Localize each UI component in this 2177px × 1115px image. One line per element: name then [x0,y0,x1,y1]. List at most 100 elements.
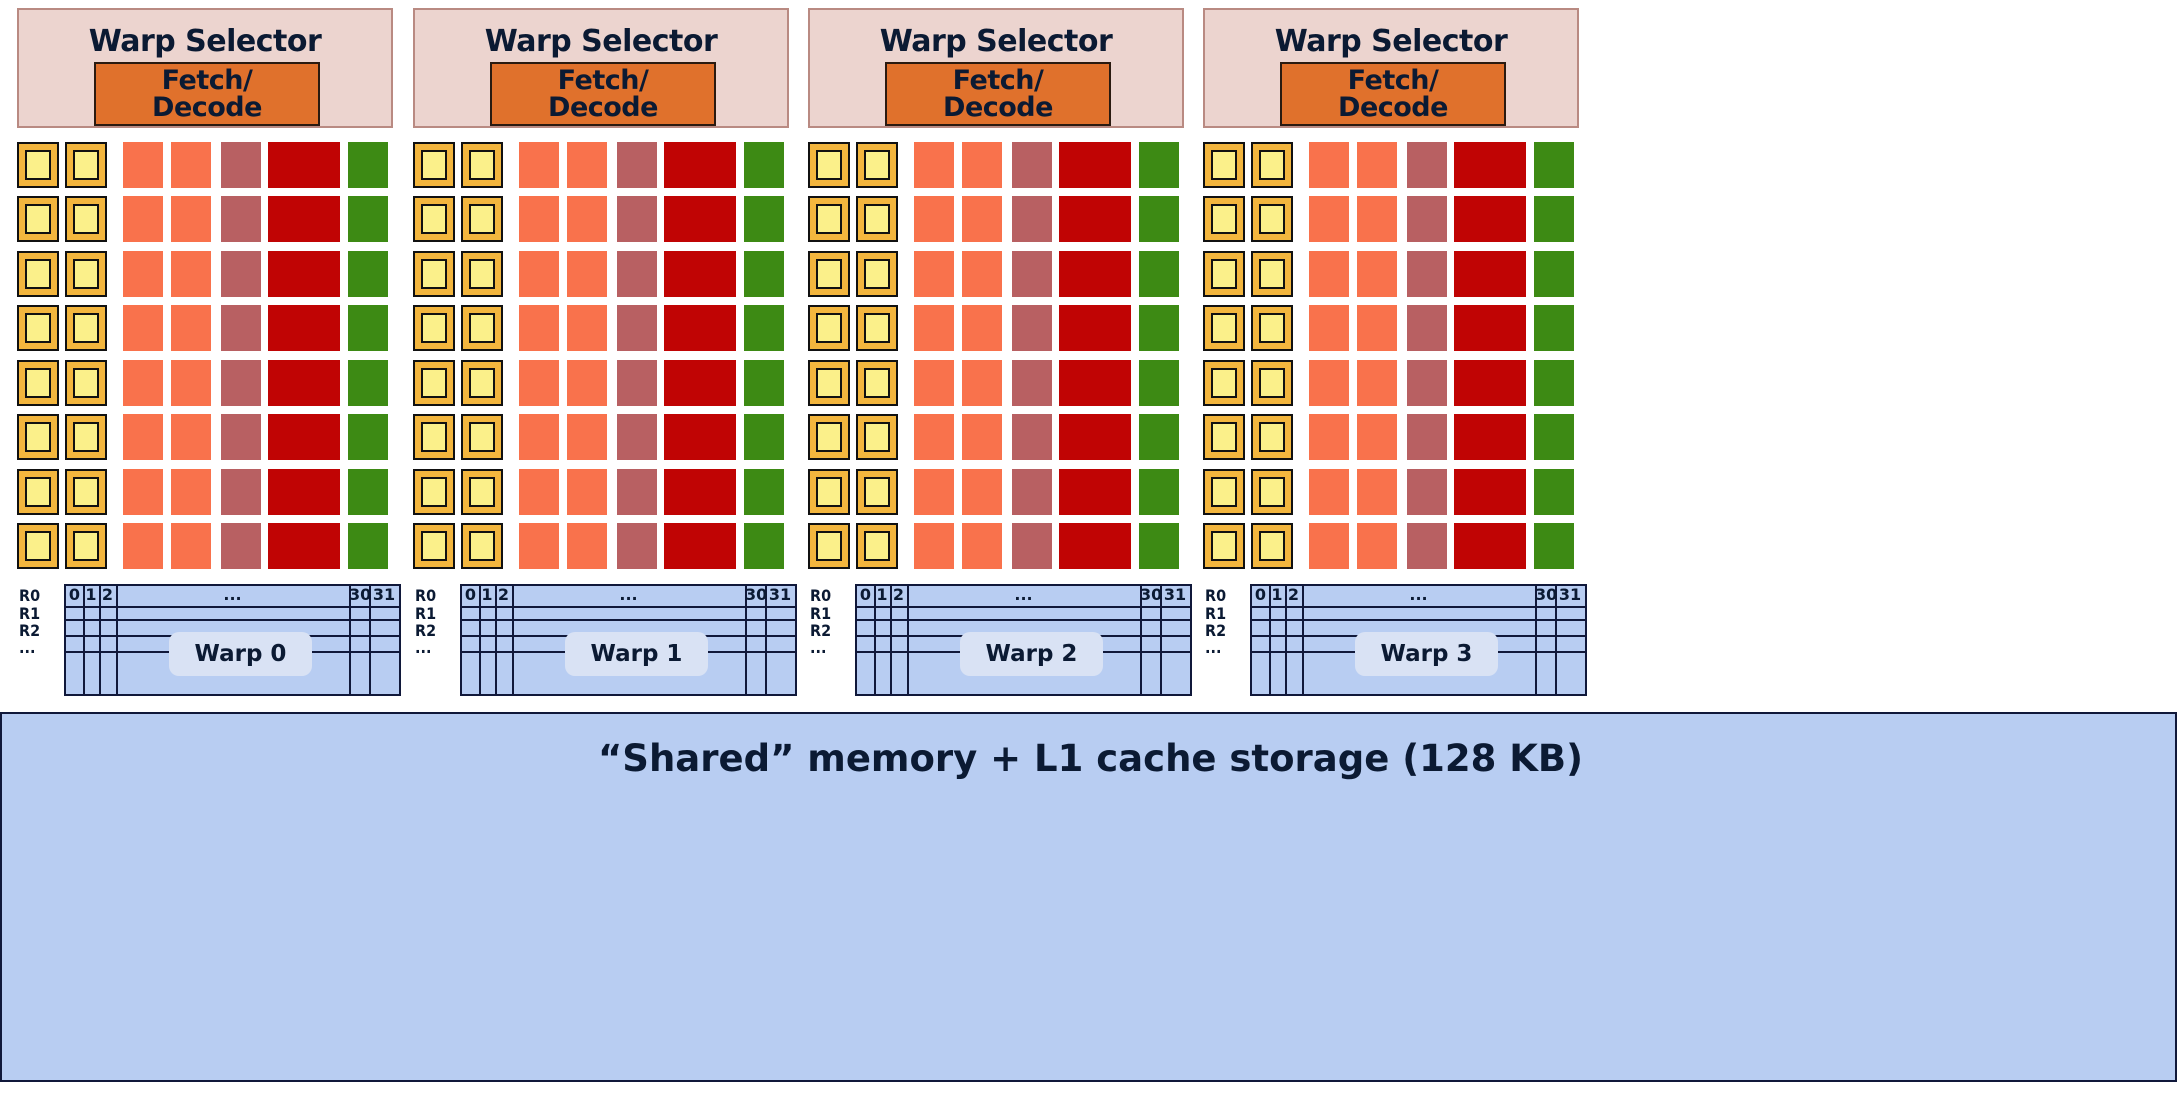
core-a [413,251,455,297]
core-a [17,305,59,351]
register-column-index: ... [1409,585,1428,604]
ld-st-unit [1139,523,1179,569]
fp-unit [268,142,340,188]
core-a [1203,414,1245,460]
fp-unit [1454,251,1526,297]
fp-unit [664,305,736,351]
alu-unit-b [1357,360,1397,406]
execution-lane [808,469,1186,515]
register-row-divider [462,619,795,621]
fp-unit [1059,142,1131,188]
register-row-label: ... [19,638,36,657]
ld-st-unit [744,360,784,406]
warp-label: Warp 3 [1380,641,1473,667]
execution-lane [1203,196,1581,242]
fp-unit [268,469,340,515]
execution-lane [413,142,791,188]
register-column-index: 31 [1163,585,1187,604]
register-column-divider [349,586,351,694]
core-b [461,305,503,351]
warp-selector-label: Warp Selector [879,24,1113,59]
execution-lane [1203,251,1581,297]
special-unit [221,469,261,515]
special-unit [1407,251,1447,297]
alu-unit-a [1309,414,1349,460]
core-a [413,414,455,460]
ld-st-unit [348,360,388,406]
core-b [65,251,107,297]
execution-lane [1203,305,1581,351]
alu-unit-a [1309,305,1349,351]
special-unit [221,360,261,406]
core-b [461,196,503,242]
register-column-index: 31 [768,585,792,604]
execution-lane [808,142,1186,188]
core-a [808,360,850,406]
alu-unit-b [962,196,1002,242]
alu-unit-a [914,305,954,351]
fp-unit [1454,469,1526,515]
core-a [808,196,850,242]
warp-context-label-box: Warp 1 [565,632,708,676]
fp-unit [1454,414,1526,460]
register-column-index: 30 [349,585,372,604]
alu-unit-b [1357,196,1397,242]
ld-st-unit [1534,360,1574,406]
register-column-index: 1 [481,585,493,604]
fp-unit [664,523,736,569]
fp-unit [664,469,736,515]
core-b [65,305,107,351]
alu-unit-a [123,360,163,406]
special-unit [617,414,657,460]
register-row-label: R2 [415,621,437,640]
alu-unit-a [123,196,163,242]
core-a [413,360,455,406]
register-row-label: R2 [810,621,832,640]
alu-unit-a [1309,142,1349,188]
warp-label: Warp 0 [194,641,287,667]
fp-unit [1454,142,1526,188]
fp-unit [664,251,736,297]
alu-unit-b [171,305,211,351]
core-a [17,196,59,242]
execution-lane [1203,360,1581,406]
fp-unit [664,414,736,460]
execution-lane [808,523,1186,569]
special-unit [1012,469,1052,515]
ld-st-unit [1139,196,1179,242]
register-row-divider [66,606,399,608]
special-unit [617,142,657,188]
alu-unit-a [914,251,954,297]
execution-lane [17,305,395,351]
core-b [461,360,503,406]
warp-context-label-box: Warp 3 [1355,632,1498,676]
execution-lane [808,414,1186,460]
alu-unit-b [962,251,1002,297]
fp-unit [1059,523,1131,569]
alu-unit-b [567,360,607,406]
alu-unit-b [1357,523,1397,569]
warp-label: Warp 1 [590,641,683,667]
special-unit [1407,360,1447,406]
core-b [65,142,107,188]
alu-unit-a [123,414,163,460]
register-column-divider [1302,586,1304,694]
register-column-divider [479,586,481,694]
core-b [1251,360,1293,406]
register-row-label: R2 [19,621,41,640]
warp-selector-label: Warp Selector [1274,24,1508,59]
register-column-index: 1 [85,585,97,604]
register-column-index: 30 [745,585,768,604]
core-a [17,142,59,188]
execution-lane [17,251,395,297]
alu-unit-a [914,523,954,569]
core-a [808,251,850,297]
execution-lane [808,360,1186,406]
